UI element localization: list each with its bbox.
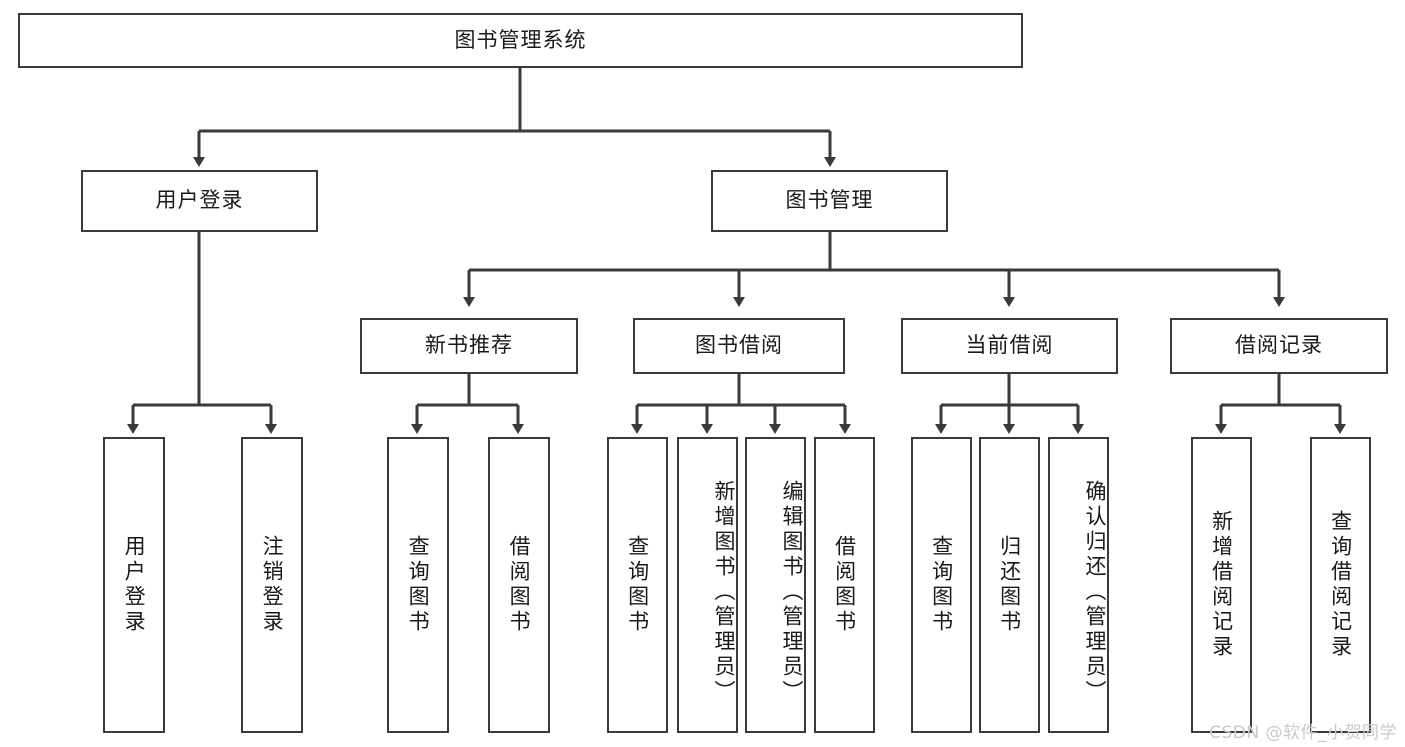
leaf-user-login-login[interactable]: 用户登录: [103, 437, 165, 733]
leaf-current-query-book[interactable]: 查询图书: [911, 437, 972, 733]
leaf-record-query-record-label: 查询借阅记录: [1328, 510, 1353, 660]
node-book-borrow-label: 图书借阅: [695, 333, 783, 358]
node-borrow-record-label: 借阅记录: [1235, 333, 1323, 358]
leaf-recommend-query-book-label: 查询图书: [406, 535, 431, 635]
node-book-borrow[interactable]: 图书借阅: [633, 318, 845, 374]
node-current-borrow[interactable]: 当前借阅: [901, 318, 1118, 374]
leaf-record-add-record-label: 新增借阅记录: [1209, 510, 1234, 660]
node-book-management-label: 图书管理: [785, 188, 874, 213]
leaf-borrow-edit-book-label: 编辑图书（管理员）: [780, 479, 804, 705]
leaf-borrow-add-book-label: 新增图书（管理员）: [712, 479, 736, 705]
leaf-recommend-query-book[interactable]: 查询图书: [387, 437, 449, 733]
leaf-current-return-book[interactable]: 归还图书: [979, 437, 1040, 733]
leaf-borrow-borrow-book[interactable]: 借阅图书: [814, 437, 875, 733]
leaf-current-confirm-return-label: 确认归还（管理员）: [1083, 479, 1107, 705]
node-root-label: 图书管理系统: [454, 27, 587, 52]
node-current-borrow-label: 当前借阅: [965, 333, 1054, 358]
leaf-record-query-record[interactable]: 查询借阅记录: [1310, 437, 1371, 733]
csdn-watermark: CSDN @软件_小贺同学: [1209, 723, 1397, 743]
node-new-book-recommend[interactable]: 新书推荐: [360, 318, 578, 374]
leaf-borrow-add-book[interactable]: 新增图书（管理员）: [677, 437, 738, 733]
leaf-user-login-login-label: 用户登录: [122, 535, 147, 635]
leaf-current-query-book-label: 查询图书: [929, 535, 954, 635]
node-root[interactable]: 图书管理系统: [18, 13, 1023, 68]
leaf-user-login-logout-label: 注销登录: [260, 535, 285, 635]
leaf-current-return-book-label: 归还图书: [997, 535, 1022, 635]
leaf-record-add-record[interactable]: 新增借阅记录: [1191, 437, 1252, 733]
leaf-recommend-borrow-book[interactable]: 借阅图书: [488, 437, 550, 733]
node-book-management[interactable]: 图书管理: [711, 170, 948, 232]
node-user-login-label: 用户登录: [155, 188, 244, 213]
node-new-book-recommend-label: 新书推荐: [425, 333, 513, 358]
node-user-login[interactable]: 用户登录: [81, 170, 318, 232]
leaf-user-login-logout[interactable]: 注销登录: [241, 437, 303, 733]
leaf-borrow-edit-book[interactable]: 编辑图书（管理员）: [745, 437, 806, 733]
leaf-borrow-borrow-book-label: 借阅图书: [832, 535, 857, 635]
leaf-borrow-query-book-label: 查询图书: [625, 535, 650, 635]
leaf-borrow-query-book[interactable]: 查询图书: [607, 437, 668, 733]
leaf-current-confirm-return[interactable]: 确认归还（管理员）: [1048, 437, 1109, 733]
node-borrow-record[interactable]: 借阅记录: [1170, 318, 1388, 374]
leaf-recommend-borrow-book-label: 借阅图书: [507, 535, 532, 635]
